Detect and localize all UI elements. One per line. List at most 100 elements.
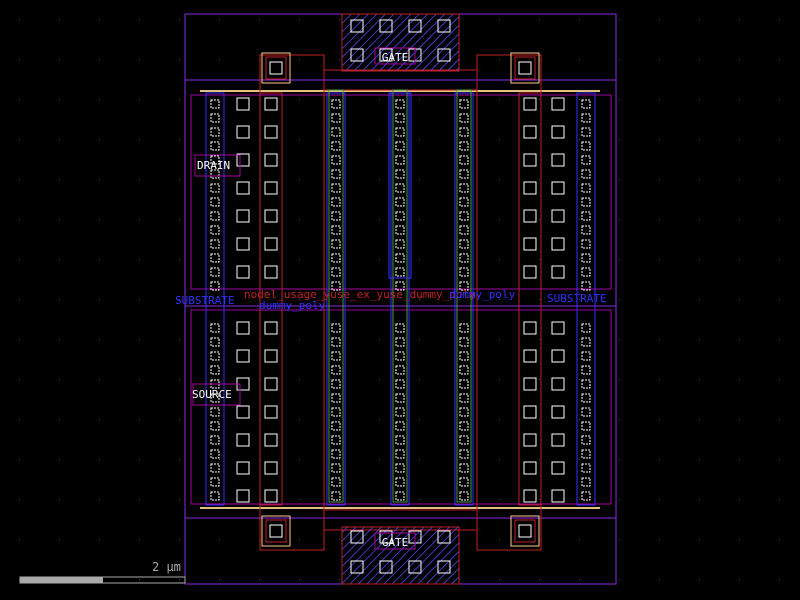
diffusion-contact bbox=[551, 377, 565, 391]
diffusion-contact bbox=[264, 489, 278, 503]
poly-contact bbox=[331, 197, 341, 207]
poly-contact bbox=[459, 435, 469, 445]
diffusion-contact bbox=[236, 97, 250, 111]
poly-contact bbox=[331, 407, 341, 417]
via-inner bbox=[518, 61, 532, 75]
gate-contact bbox=[437, 48, 451, 62]
diffusion-contact bbox=[551, 405, 565, 419]
poly-contact bbox=[331, 421, 341, 431]
poly-contact bbox=[459, 267, 469, 277]
poly-contact bbox=[581, 127, 591, 137]
diffusion-contact bbox=[236, 489, 250, 503]
gate-contact bbox=[437, 560, 451, 574]
poly-contact bbox=[210, 351, 220, 361]
poly-contact bbox=[331, 477, 341, 487]
poly-contact bbox=[395, 393, 405, 403]
gate-pad-top[interactable]: GATE bbox=[341, 13, 460, 72]
poly-contact bbox=[331, 225, 341, 235]
diffusion-contact bbox=[264, 125, 278, 139]
diffusion-contact bbox=[523, 433, 537, 447]
poly-contact bbox=[395, 435, 405, 445]
diffusion-contact bbox=[236, 321, 250, 335]
poly-contact bbox=[395, 113, 405, 123]
poly-contact bbox=[210, 169, 220, 179]
poly-contact bbox=[459, 323, 469, 333]
poly-contact bbox=[331, 463, 341, 473]
diffusion-contact bbox=[264, 237, 278, 251]
diffusion-contact bbox=[551, 461, 565, 475]
drain-region bbox=[190, 94, 612, 290]
via-outer bbox=[510, 52, 540, 84]
poly-contact bbox=[395, 267, 405, 277]
poly-contact bbox=[395, 99, 405, 109]
gate-bottom-label: GATE bbox=[382, 536, 409, 549]
poly-contact bbox=[395, 491, 405, 501]
poly-contact bbox=[395, 141, 405, 151]
diffusion-finger bbox=[392, 89, 408, 503]
gate-bottom-contacts bbox=[350, 530, 451, 574]
poly-contact bbox=[331, 491, 341, 501]
via-middle bbox=[265, 56, 287, 80]
substrate-left-label: SUBSTRATE bbox=[175, 294, 235, 307]
gate-pad-bottom[interactable]: GATE bbox=[341, 526, 460, 585]
poly-contact bbox=[210, 463, 220, 473]
drain-label[interactable]: DRAIN bbox=[197, 159, 230, 172]
poly-contact bbox=[331, 211, 341, 221]
poly-contact bbox=[581, 393, 591, 403]
via-middle bbox=[514, 56, 536, 80]
metal-strap bbox=[518, 92, 542, 506]
source-region bbox=[190, 309, 612, 505]
scalebar-label: 2 µm bbox=[152, 560, 181, 574]
gate-contact bbox=[350, 48, 364, 62]
poly-contact bbox=[395, 281, 405, 291]
via-inner bbox=[518, 524, 532, 538]
poly-contact bbox=[581, 365, 591, 375]
poly-contact bbox=[331, 183, 341, 193]
source-label[interactable]: SOURCE bbox=[192, 388, 232, 401]
gate-contact bbox=[379, 48, 393, 62]
via-outer bbox=[510, 515, 540, 547]
poly-contact bbox=[581, 197, 591, 207]
poly-contact bbox=[459, 463, 469, 473]
poly-contact bbox=[581, 169, 591, 179]
poly-contact bbox=[395, 365, 405, 375]
poly-center-strap bbox=[388, 92, 412, 279]
poly-contact bbox=[581, 183, 591, 193]
diffusion-contact bbox=[551, 153, 565, 167]
poly-contact bbox=[395, 239, 405, 249]
poly-contact bbox=[459, 393, 469, 403]
gate-pad-bottom-fill bbox=[341, 526, 460, 585]
poly-contact bbox=[395, 211, 405, 221]
poly-contact bbox=[459, 449, 469, 459]
diffusion-contact bbox=[264, 265, 278, 279]
diffusion-contact bbox=[523, 181, 537, 195]
poly-contact bbox=[459, 351, 469, 361]
poly-contact bbox=[210, 477, 220, 487]
poly-contact bbox=[395, 127, 405, 137]
diffusion-contact bbox=[551, 237, 565, 251]
poly-contact bbox=[210, 421, 220, 431]
diffusion-contact bbox=[264, 405, 278, 419]
poly-contact bbox=[210, 239, 220, 249]
via-middle bbox=[514, 519, 536, 543]
drain-pin-box bbox=[194, 154, 241, 177]
poly-contact bbox=[210, 267, 220, 277]
diffusion-contact bbox=[551, 433, 565, 447]
diffusion-contact bbox=[523, 405, 537, 419]
diffusion-contact bbox=[523, 377, 537, 391]
diffusion-contact bbox=[523, 209, 537, 223]
poly-contact bbox=[210, 449, 220, 459]
diffusion-contact bbox=[523, 321, 537, 335]
poly-contact bbox=[395, 169, 405, 179]
poly-contact bbox=[331, 155, 341, 165]
poly-contact bbox=[210, 113, 220, 123]
diffusion-contact bbox=[523, 489, 537, 503]
diffusion-contact bbox=[236, 461, 250, 475]
gate-contact bbox=[350, 560, 364, 574]
poly-contact bbox=[459, 127, 469, 137]
via-middle bbox=[265, 519, 287, 543]
diffusion-contact bbox=[551, 125, 565, 139]
via-outer bbox=[261, 52, 291, 84]
poly-contact bbox=[581, 407, 591, 417]
